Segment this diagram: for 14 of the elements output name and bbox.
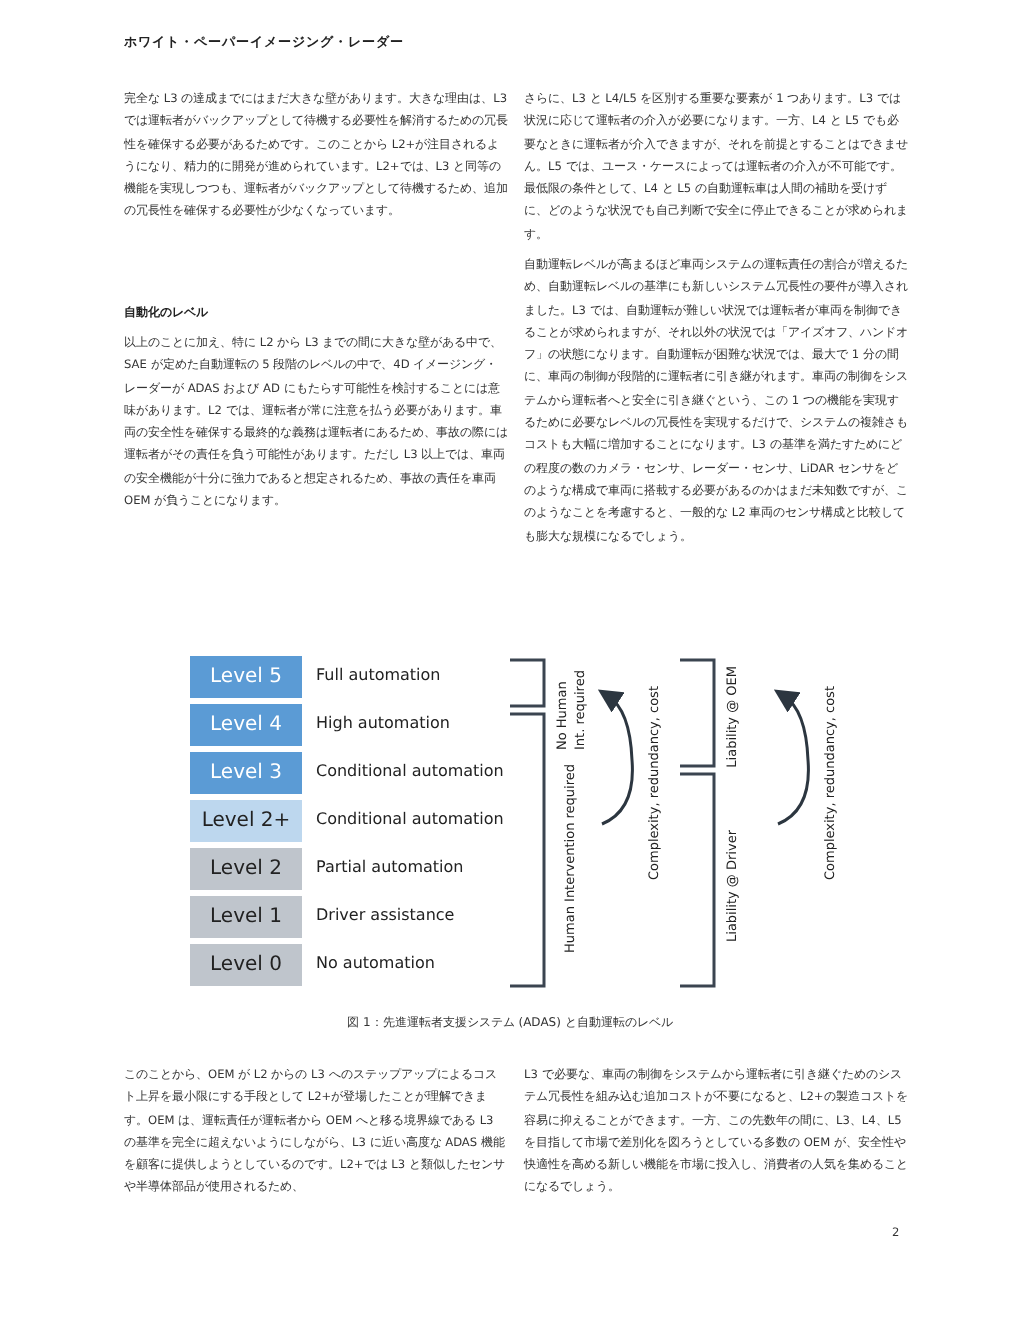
level-box: Level 5 [190, 656, 302, 698]
level-box: Level 1 [190, 896, 302, 938]
level-description: Full automation [316, 666, 441, 684]
level-box: Level 2+ [190, 800, 302, 842]
level-description: Partial automation [316, 858, 464, 876]
level-description: Driver assistance [316, 906, 455, 924]
level-box: Level 2 [190, 848, 302, 890]
level-description: Conditional automation [316, 762, 504, 780]
level-box: Level 3 [190, 752, 302, 794]
level-description: No automation [316, 954, 435, 972]
level-box: Level 4 [190, 704, 302, 746]
level-box: Level 0 [190, 944, 302, 986]
level-description: Conditional automation [316, 810, 504, 828]
level-description: High automation [316, 714, 450, 732]
